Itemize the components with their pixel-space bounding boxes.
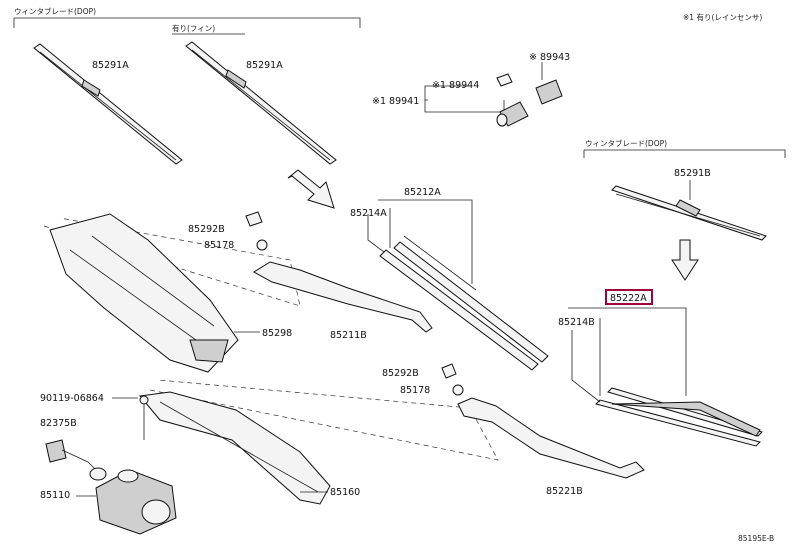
label-90119-06864: 90119-06864 bbox=[40, 393, 104, 404]
label-85211b: 85211B bbox=[330, 330, 367, 341]
connector-82375b[interactable] bbox=[45, 439, 107, 481]
blade-85212a[interactable] bbox=[378, 199, 549, 371]
nut-85178-2 bbox=[452, 384, 464, 396]
header-bracket-left: ウィンタブレード(DOP) 有り(フィン) bbox=[13, 6, 361, 35]
label-89941: ※1 89941 bbox=[372, 96, 419, 107]
label-85110: 85110 bbox=[40, 490, 70, 501]
motor-85110[interactable] bbox=[95, 469, 177, 535]
header-with-fin: 有り(フィン) bbox=[172, 23, 215, 33]
label-85178-1: 85178 bbox=[204, 240, 234, 251]
cap-85292b-1 bbox=[245, 211, 263, 227]
link-85160[interactable] bbox=[139, 391, 331, 505]
header-wiper-blade-dop-right: ウィンタブレード(DOP) bbox=[585, 138, 667, 148]
label-85214a: 85214A bbox=[350, 208, 387, 219]
label-89943: ※ 89943 bbox=[529, 52, 570, 63]
dashed-zone-lower bbox=[149, 379, 499, 461]
blade-85222a[interactable] bbox=[568, 307, 763, 447]
label-85160: 85160 bbox=[330, 487, 360, 498]
label-85298: 85298 bbox=[262, 328, 292, 339]
label-85212a: 85212A bbox=[404, 187, 441, 198]
arrow-diagonal-icon bbox=[287, 169, 335, 209]
note-rain-sensor: ※1 有り(レインセンサ) bbox=[683, 12, 762, 22]
label-85291a-2: 85291A bbox=[246, 60, 283, 71]
label-85292b-1: 85292B bbox=[188, 224, 225, 235]
nut-85178-1 bbox=[256, 239, 268, 251]
label-85291a-1: 85291A bbox=[92, 60, 129, 71]
cap-85292b-2 bbox=[441, 363, 457, 379]
blade-85291a-2[interactable] bbox=[185, 41, 337, 165]
header-wiper-blade-dop-left: ウィンタブレード(DOP) bbox=[14, 6, 96, 16]
label-82375b: 82375B bbox=[40, 418, 77, 429]
arrow-down-icon bbox=[671, 239, 699, 281]
label-85214b: 85214B bbox=[558, 317, 595, 328]
label-89944: ※1 89944 bbox=[432, 80, 479, 91]
label-85222a[interactable]: 85222A bbox=[610, 293, 647, 304]
header-bracket-right: ウィンタブレード(DOP) bbox=[583, 138, 786, 158]
arm-85211b[interactable] bbox=[253, 261, 433, 333]
blade-85291a-1[interactable] bbox=[33, 43, 183, 165]
blade-85291b[interactable] bbox=[611, 185, 767, 241]
highlight-box-85222a bbox=[605, 289, 653, 305]
label-85221b: 85221B bbox=[546, 486, 583, 497]
bolt-90119-06864[interactable] bbox=[139, 395, 149, 440]
arm-85221b[interactable] bbox=[457, 397, 645, 479]
cowl-bracket-85298[interactable] bbox=[49, 213, 239, 373]
rain-sensor-group[interactable] bbox=[424, 62, 563, 127]
label-85292b-2: 85292B bbox=[382, 368, 419, 379]
label-85291b: 85291B bbox=[674, 168, 711, 179]
label-85178-2: 85178 bbox=[400, 385, 430, 396]
diagram-id: 85195E-B bbox=[738, 534, 774, 543]
